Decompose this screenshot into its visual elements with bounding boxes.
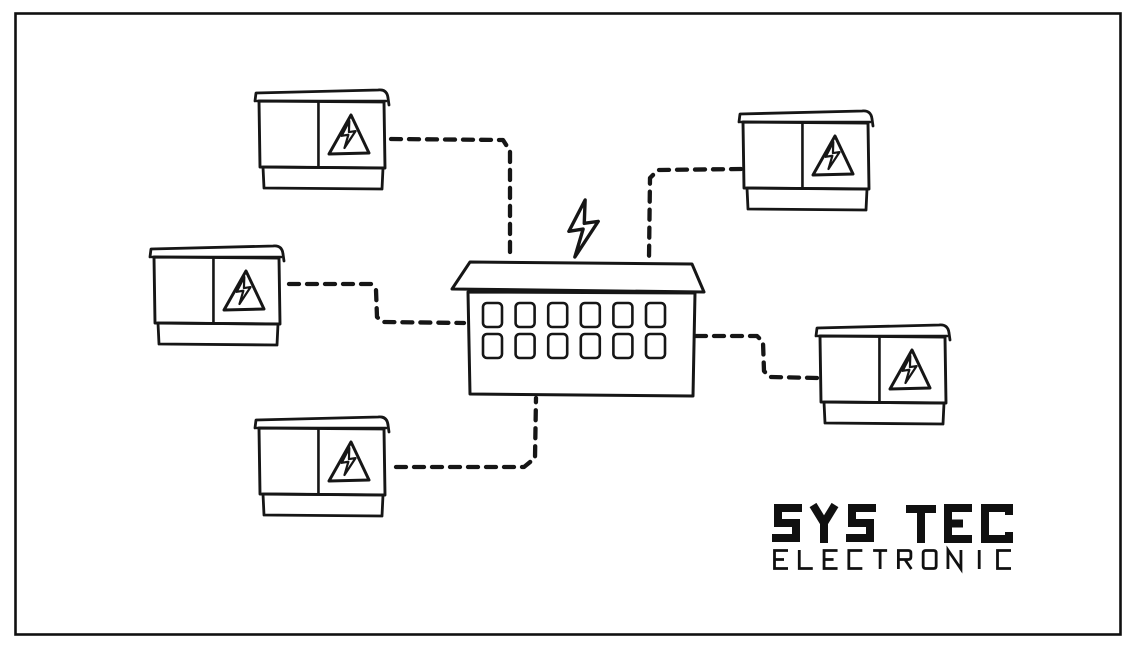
logo-glyph-C xyxy=(981,504,1013,543)
building-window xyxy=(644,332,667,360)
cabinet-top-right xyxy=(737,109,875,212)
line-middle-left xyxy=(286,281,467,326)
building-window xyxy=(514,301,536,329)
warning-triangle-outline xyxy=(888,348,932,391)
line-top-right xyxy=(646,166,744,261)
cabinet-body xyxy=(257,99,387,170)
logo-glyph-T xyxy=(906,505,936,543)
warning-triangle-outline xyxy=(327,440,371,483)
building-window xyxy=(579,332,602,360)
cabinet-top-left xyxy=(253,88,391,191)
logo-glyph-O xyxy=(921,549,938,570)
warning-triangle-outline xyxy=(811,134,855,177)
logo-wordmark xyxy=(772,502,1013,543)
logo-glyph-E xyxy=(822,549,838,570)
building-roof xyxy=(450,260,706,294)
cabinet-roof xyxy=(253,88,391,107)
building-window xyxy=(514,332,536,360)
cabinet-base xyxy=(261,492,385,518)
logo-glyph-Y xyxy=(809,502,839,543)
cabinet-body xyxy=(257,426,387,497)
logo-glyph-E xyxy=(944,504,972,543)
high-voltage-warning-icon xyxy=(222,269,266,312)
lightning-bolt-icon xyxy=(567,198,600,259)
connections-layer xyxy=(286,136,820,470)
cabinet-body xyxy=(152,255,282,326)
logo-glyph-S xyxy=(772,504,802,542)
high-voltage-warning-icon xyxy=(327,440,371,483)
building-window xyxy=(546,332,569,360)
building-window xyxy=(481,332,504,360)
logo-glyph-C xyxy=(996,549,1011,570)
cabinet-body xyxy=(741,120,871,191)
high-voltage-warning-icon xyxy=(811,134,855,177)
logo-glyph-N xyxy=(946,545,963,574)
logo-glyph-S xyxy=(846,504,876,542)
building-window xyxy=(612,332,634,360)
warning-bolt-glyph xyxy=(340,119,357,150)
cabinet-body xyxy=(818,334,948,405)
cabinet-roof xyxy=(814,323,952,342)
logo-glyph-L xyxy=(797,550,813,570)
high-voltage-warning-icon xyxy=(888,348,932,391)
logo-glyph-R xyxy=(896,549,913,570)
building-window xyxy=(644,301,667,329)
cabinet-middle-left xyxy=(148,244,286,347)
building-window xyxy=(546,301,569,329)
cabinet-base xyxy=(822,400,946,426)
cabinet-middle-right xyxy=(814,323,952,426)
building-window xyxy=(579,301,602,329)
high-voltage-warning-icon xyxy=(327,113,371,156)
cabinet-roof xyxy=(737,109,875,128)
warning-bolt-glyph xyxy=(340,446,357,477)
warning-bolt-glyph xyxy=(824,140,841,171)
building-window xyxy=(612,301,634,329)
cabinet-roof xyxy=(148,244,286,263)
warning-triangle-outline xyxy=(327,113,371,156)
logo-subtitle xyxy=(773,545,1011,574)
logo-glyph-C xyxy=(847,549,863,570)
warning-triangle-outline xyxy=(222,269,266,312)
cabinet-bottom-left xyxy=(253,415,391,518)
cabinet-base xyxy=(745,186,869,212)
warning-bolt-glyph xyxy=(901,354,918,385)
line-middle-right xyxy=(693,333,820,381)
cabinet-base xyxy=(156,321,280,347)
line-top-left xyxy=(388,136,513,255)
cabinet-base xyxy=(261,165,385,191)
logo-glyph-T xyxy=(873,549,888,569)
cabinet-roof xyxy=(253,415,391,434)
logo-glyph-E xyxy=(773,549,788,570)
substation-building xyxy=(450,198,706,398)
building-window xyxy=(481,301,504,329)
warning-bolt-glyph xyxy=(235,275,252,306)
line-bottom-left xyxy=(393,395,539,470)
